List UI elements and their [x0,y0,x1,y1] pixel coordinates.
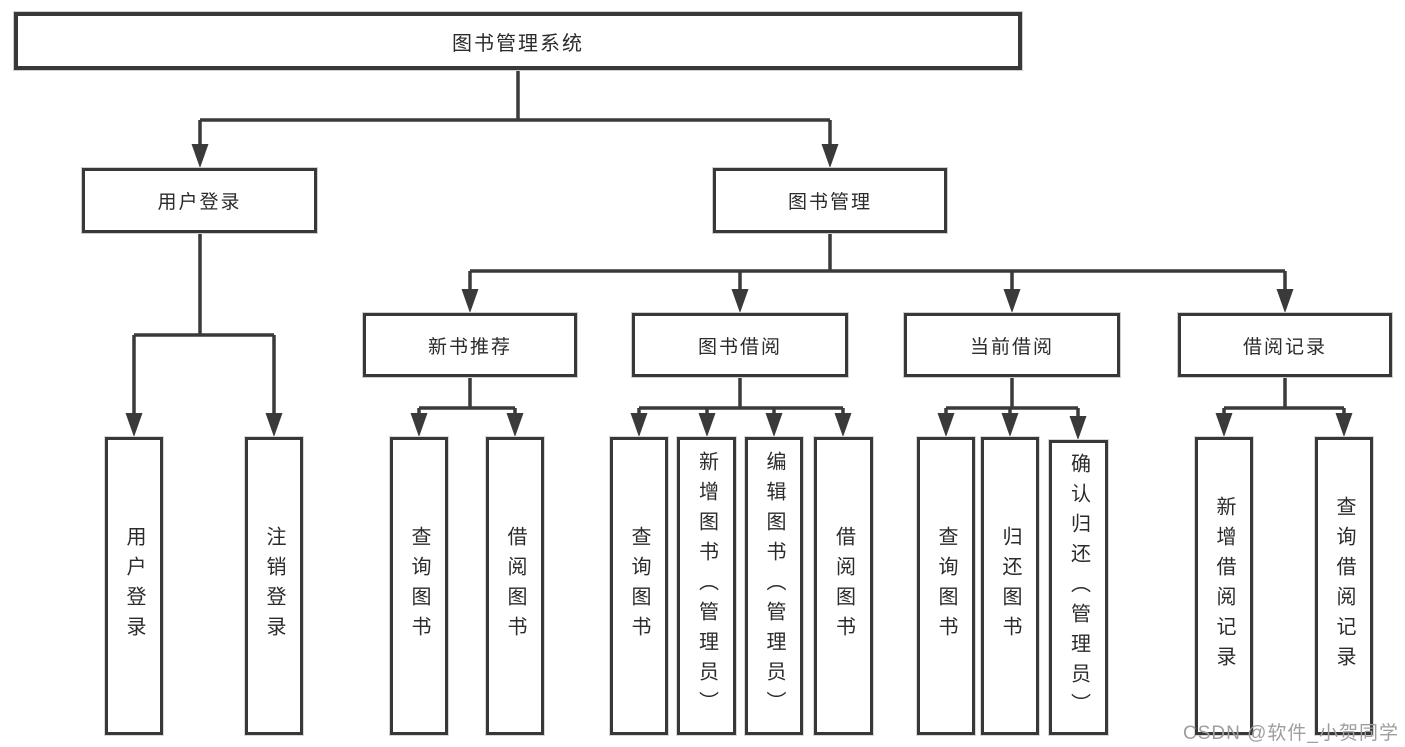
leaf-query-book-under-borrow-label: 查询图书 [628,526,650,646]
connector-book-management-to-level3 [461,233,1294,313]
leaf-edit-book-admin-label: 编辑图书（管理员） [763,451,785,721]
connector-user-login-to-children [125,233,283,437]
leaf-user-login-label: 用户登录 [123,526,145,646]
leaf-add-book-admin: 新增图书（管理员） [677,437,736,735]
connector-borrow-records-to-children [1215,377,1353,437]
connector-current-borrow-to-children [937,377,1087,440]
leaf-add-borrow-record: 新增借阅记录 [1195,437,1253,735]
connector-book-borrow-to-children [630,377,852,437]
node-book-management: 图书管理 [713,168,947,233]
leaf-return-book: 归还图书 [981,437,1039,735]
leaf-query-borrow-record: 查询借阅记录 [1315,437,1373,735]
node-current-borrow: 当前借阅 [904,313,1120,377]
leaf-logout-label: 注销登录 [263,526,285,646]
leaf-confirm-return-admin: 确认归还（管理员） [1049,440,1108,735]
node-borrow-records: 借阅记录 [1178,313,1392,377]
leaf-query-book-under-current-label: 查询图书 [935,526,957,646]
leaf-add-borrow-record-label: 新增借阅记录 [1213,496,1235,676]
leaf-query-borrow-record-label: 查询借阅记录 [1333,496,1355,676]
csdn-watermark: CSDN @软件_小贺同学 [1183,723,1399,744]
node-library-management-system: 图书管理系统 [14,12,1022,70]
leaf-query-book-under-current: 查询图书 [917,437,975,735]
leaf-borrow-book-under-borrow: 借阅图书 [814,437,873,735]
leaf-query-book-under-recommend: 查询图书 [390,437,448,735]
leaf-edit-book-admin: 编辑图书（管理员） [745,437,803,735]
node-new-book-recommend: 新书推荐 [363,313,577,377]
leaf-borrow-book-under-recommend-label: 借阅图书 [504,526,526,646]
leaf-return-book-label: 归还图书 [999,526,1021,646]
leaf-borrow-book-under-borrow-label: 借阅图书 [832,526,855,646]
leaf-logout: 注销登录 [245,437,303,735]
node-user-login: 用户登录 [82,168,317,233]
leaf-borrow-book-under-recommend: 借阅图书 [486,437,544,735]
node-book-borrow: 图书借阅 [632,313,848,377]
leaf-confirm-return-admin-label: 确认归还（管理员） [1067,452,1090,723]
connector-root-to-level2 [191,70,839,168]
leaf-add-book-admin-label: 新增图书（管理员） [695,451,718,721]
connector-new-book-recommend-to-children [410,377,524,437]
leaf-query-book-under-borrow: 查询图书 [610,437,668,735]
leaf-query-book-under-recommend-label: 查询图书 [408,526,430,646]
leaf-user-login: 用户登录 [105,437,163,735]
